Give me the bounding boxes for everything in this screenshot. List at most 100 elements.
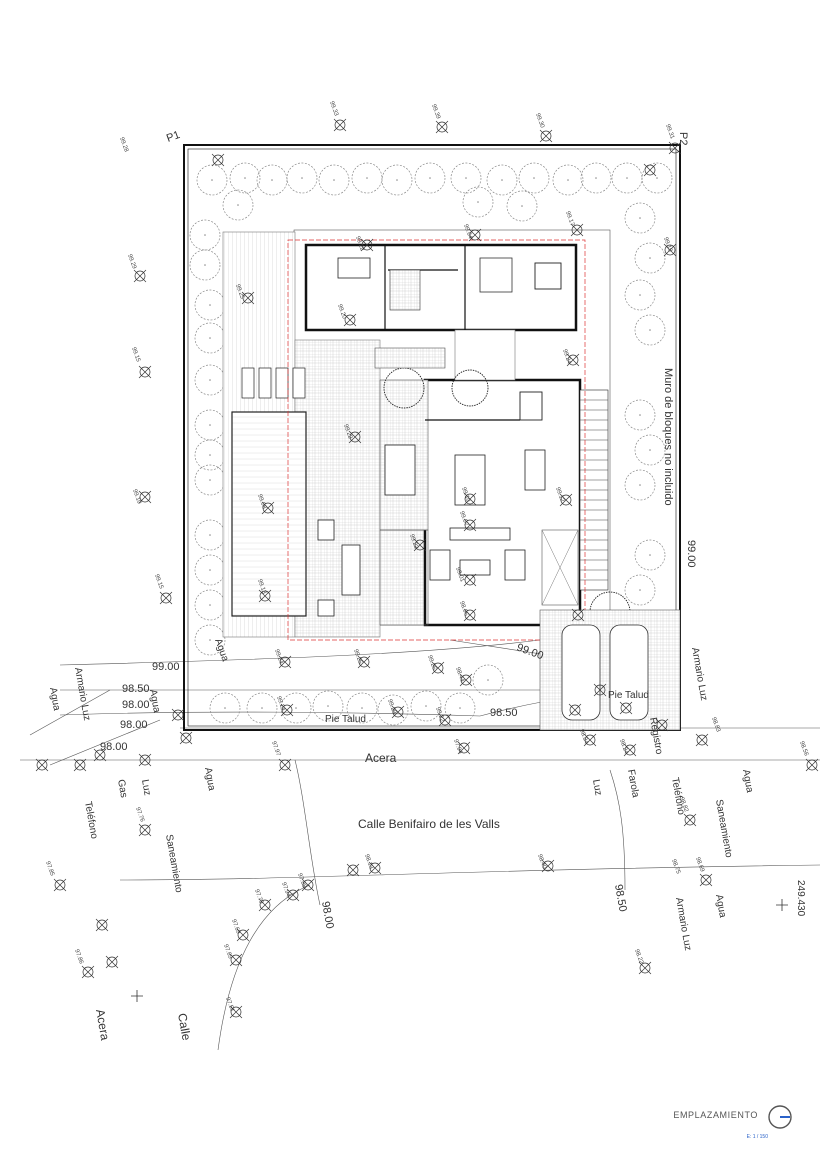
side-sidewalk-label: Acera bbox=[93, 1008, 112, 1042]
svg-text:98.00: 98.00 bbox=[122, 699, 150, 711]
svg-text:99.15: 99.15 bbox=[130, 347, 141, 364]
drawing-scale: E: 1 / 150 bbox=[746, 1134, 768, 1140]
svg-text:98.50: 98.50 bbox=[490, 707, 518, 719]
drawing-title: EMPLAZAMIENTO bbox=[673, 1110, 758, 1120]
svg-text:Agua: Agua bbox=[202, 767, 217, 792]
svg-text:99.10: 99.10 bbox=[131, 489, 142, 506]
svg-text:99.22: 99.22 bbox=[434, 707, 445, 724]
svg-text:99.19: 99.19 bbox=[662, 237, 673, 254]
svg-text:97.97: 97.97 bbox=[270, 741, 281, 758]
svg-text:98.69: 98.69 bbox=[694, 857, 705, 874]
svg-text:99.07: 99.07 bbox=[458, 511, 469, 528]
spot-level-labels: 99.33 99.39 99.30 99.31 99.28 99.29 99.1… bbox=[44, 101, 809, 1014]
svg-text:99.22: 99.22 bbox=[354, 236, 365, 253]
svg-text:97.69: 97.69 bbox=[222, 944, 233, 961]
corner-labels: P1 P2 bbox=[165, 129, 689, 146]
driveway bbox=[539, 609, 681, 731]
svg-text:98.56: 98.56 bbox=[798, 741, 809, 758]
svg-text:98.50: 98.50 bbox=[122, 683, 150, 695]
svg-text:249.430: 249.430 bbox=[795, 880, 806, 917]
svg-text:97.85: 97.85 bbox=[44, 861, 55, 878]
svg-text:98.96: 98.96 bbox=[458, 601, 469, 618]
svg-text:99.12: 99.12 bbox=[554, 487, 565, 504]
svg-text:99.30: 99.30 bbox=[534, 113, 545, 130]
svg-text:98.44: 98.44 bbox=[454, 667, 465, 684]
street-labels: Acera Calle Benifairo de les Valls Calle… bbox=[93, 751, 500, 1042]
svg-text:Armario Luz: Armario Luz bbox=[72, 667, 92, 722]
svg-text:Farola: Farola bbox=[625, 769, 641, 799]
reference-value: 249.430 bbox=[131, 880, 806, 1002]
svg-text:98.00: 98.00 bbox=[120, 719, 148, 731]
svg-text:99.13: 99.13 bbox=[256, 579, 267, 596]
svg-text:99.20: 99.20 bbox=[336, 304, 347, 321]
terrace bbox=[222, 231, 428, 638]
annotations: Muro de bloques no incluido Pie Talud Pi… bbox=[325, 368, 674, 725]
svg-text:99.25: 99.25 bbox=[352, 649, 363, 666]
svg-text:98.84: 98.84 bbox=[578, 729, 589, 746]
svg-text:98.83: 98.83 bbox=[710, 717, 721, 734]
svg-text:98.00: 98.00 bbox=[319, 900, 336, 929]
svg-text:99.08: 99.08 bbox=[256, 494, 267, 511]
svg-text:97.51: 97.51 bbox=[224, 997, 235, 1014]
svg-text:98.00: 98.00 bbox=[100, 741, 128, 753]
svg-text:99.31: 99.31 bbox=[664, 124, 675, 141]
svg-text:Agua: Agua bbox=[147, 689, 162, 714]
title-block: EMPLAZAMIENTO E: 1 / 150 bbox=[660, 1100, 800, 1150]
svg-text:99.26: 99.26 bbox=[426, 655, 437, 672]
svg-text:99.24: 99.24 bbox=[561, 349, 572, 366]
svg-text:99.00: 99.00 bbox=[152, 661, 180, 673]
svg-text:99.29: 99.29 bbox=[126, 254, 137, 271]
svg-text:Armario Luz: Armario Luz bbox=[673, 897, 693, 952]
svg-text:97.94: 97.94 bbox=[280, 882, 291, 899]
svg-text:98.22: 98.22 bbox=[633, 949, 644, 966]
svg-text:Agua: Agua bbox=[713, 894, 728, 919]
corner-p1: P1 bbox=[165, 129, 182, 145]
svg-text:Agua: Agua bbox=[740, 769, 755, 794]
svg-text:99.39: 99.39 bbox=[430, 104, 441, 121]
svg-text:99.22: 99.22 bbox=[342, 424, 353, 441]
contour-labels: 99.00 98.50 98.00 98.00 99.00 98.50 99.0… bbox=[100, 540, 697, 930]
toe-of-slope-right: Pie Talud bbox=[608, 690, 649, 701]
svg-text:98.82: 98.82 bbox=[678, 797, 689, 814]
toe-of-slope-left: Pie Talud bbox=[325, 714, 366, 725]
svg-text:98.40: 98.40 bbox=[536, 854, 547, 871]
svg-text:98.75: 98.75 bbox=[670, 859, 681, 876]
north-arrow-icon bbox=[768, 1105, 792, 1129]
svg-text:97.69: 97.69 bbox=[230, 919, 241, 936]
svg-text:99.64: 99.64 bbox=[462, 224, 473, 241]
street-name: Calle Benifairo de les Valls bbox=[358, 817, 500, 831]
svg-text:Agua: Agua bbox=[212, 637, 230, 663]
svg-text:97.76: 97.76 bbox=[134, 807, 145, 824]
svg-text:Armario Luz: Armario Luz bbox=[689, 647, 709, 702]
svg-text:99.29: 99.29 bbox=[386, 699, 397, 716]
svg-text:99.00: 99.00 bbox=[685, 540, 697, 568]
svg-text:99.25: 99.25 bbox=[234, 284, 245, 301]
svg-text:Gas: Gas bbox=[115, 779, 129, 799]
street-lines bbox=[20, 639, 821, 1051]
side-street-name: Calle bbox=[175, 1012, 194, 1042]
svg-text:98.50: 98.50 bbox=[612, 883, 629, 912]
svg-text:Saneamiento: Saneamiento bbox=[163, 834, 184, 894]
svg-text:99.22: 99.22 bbox=[408, 534, 419, 551]
corner-p2: P2 bbox=[677, 132, 689, 145]
svg-text:97.86: 97.86 bbox=[73, 949, 84, 966]
svg-text:99.01: 99.01 bbox=[454, 567, 465, 584]
svg-text:98.24: 98.24 bbox=[618, 739, 629, 756]
svg-text:99.10: 99.10 bbox=[460, 487, 471, 504]
svg-text:97.79: 97.79 bbox=[253, 889, 264, 906]
svg-text:Luz: Luz bbox=[139, 779, 153, 797]
svg-text:99.33: 99.33 bbox=[328, 101, 339, 118]
svg-text:99.15: 99.15 bbox=[153, 574, 164, 591]
wall-note: Muro de bloques no incluido bbox=[662, 368, 674, 506]
sidewalk-label: Acera bbox=[365, 751, 397, 765]
svg-text:Teléfono: Teléfono bbox=[82, 801, 99, 841]
svg-text:Saneamiento: Saneamiento bbox=[713, 799, 734, 859]
svg-text:99.17: 99.17 bbox=[564, 211, 575, 228]
svg-text:97.94: 97.94 bbox=[452, 739, 463, 756]
svg-text:99.24: 99.24 bbox=[273, 649, 284, 666]
svg-text:Agua: Agua bbox=[47, 687, 62, 712]
svg-text:99.28: 99.28 bbox=[118, 137, 129, 154]
svg-text:98.13: 98.13 bbox=[363, 854, 374, 871]
svg-text:Luz: Luz bbox=[590, 779, 604, 797]
svg-text:99.24: 99.24 bbox=[275, 696, 286, 713]
